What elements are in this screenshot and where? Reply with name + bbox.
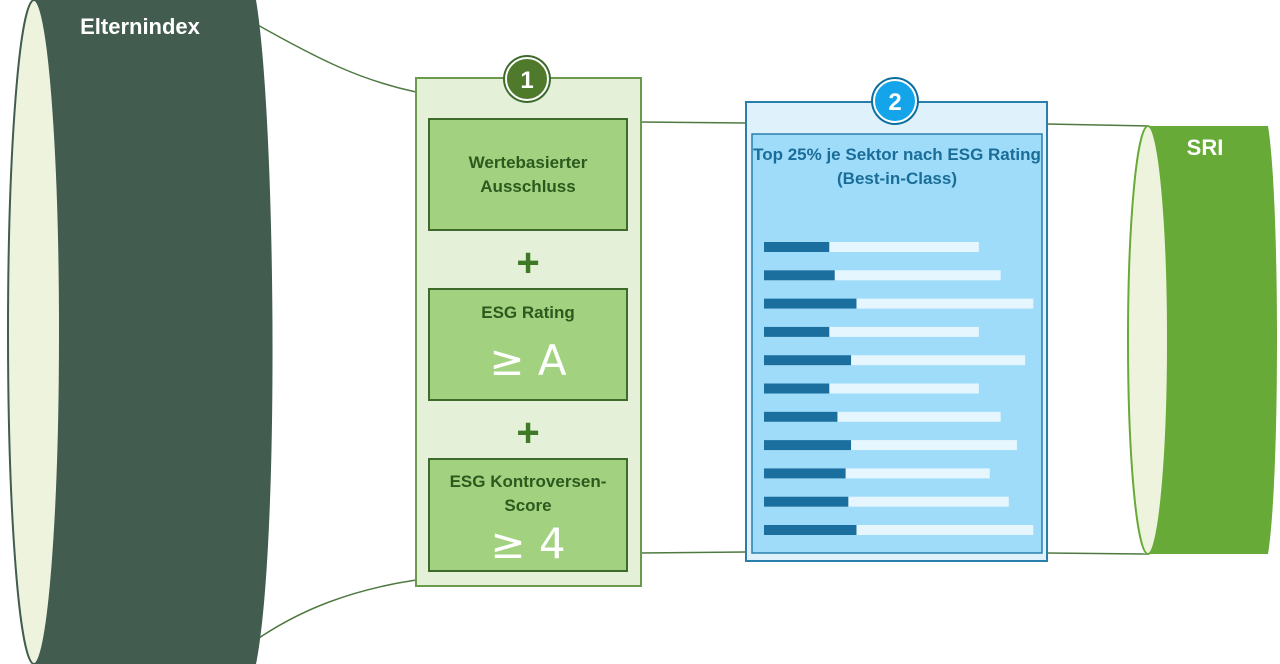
ranking-bar-selected [764, 468, 846, 479]
step1-to-step2-bottom [639, 551, 747, 554]
plus-connector: + [516, 411, 540, 455]
criterion-threshold: ≥ 4 [490, 519, 566, 568]
ranking-bar-selected [764, 270, 835, 281]
ranking-bar-total [764, 242, 979, 252]
ranking-bar-selected [764, 383, 830, 394]
ranking-bar-total [764, 298, 1034, 309]
plus-connector: + [516, 241, 540, 285]
ranking-bars [764, 242, 1034, 535]
best-in-class-title: Top 25% je Sektor nach ESG Rating (Best-… [753, 145, 1041, 188]
sri-index-title: SRI [1186, 135, 1224, 160]
criterion-esg-rating: ESG Rating ≥ A [428, 288, 628, 401]
step1-to-step2-top [639, 121, 747, 124]
ranking-bar-selected [764, 355, 852, 366]
ranking-bar-selected [764, 298, 857, 309]
ranking-bar-selected [764, 525, 857, 535]
parent-index-title: Elternindex [80, 14, 200, 39]
ranking-bar-total [764, 411, 1001, 422]
step2-inner [751, 133, 1043, 554]
ranking-bar-selected [764, 411, 838, 422]
step2-panel [745, 101, 1048, 562]
connector-lines [255, 23, 1149, 641]
ranking-bar-total [764, 468, 990, 479]
parent-to-step1-bottom [255, 579, 417, 641]
ranking-bar-selected [764, 242, 830, 252]
step2-to-sri-bottom [1045, 552, 1149, 555]
criterion-esg-controversy-score: ESG Kontroversen-Score ≥ 4 [428, 458, 628, 572]
parent-to-step1-top [255, 23, 417, 93]
ranking-bar-total [764, 496, 1009, 507]
criterion-value-based-exclusion: Wertebasierter Ausschluss [428, 118, 628, 231]
ranking-bar-selected [764, 496, 849, 507]
step1-badge: 1 [505, 57, 549, 101]
ranking-bar-total [764, 355, 1026, 366]
criterion-title: ESG Kontroversen-Score [449, 472, 607, 515]
ranking-bar-selected [764, 440, 852, 451]
ranking-bar-total [764, 440, 1017, 451]
sri-cylinder [1127, 125, 1277, 555]
step2-to-sri-top [1045, 123, 1149, 127]
ranking-bar-selected [764, 326, 830, 337]
ranking-bar-total [764, 270, 1001, 281]
criterion-title: ESG Rating [481, 303, 575, 322]
parent-index-cylinder [7, 0, 273, 664]
ranking-bar-total [764, 383, 979, 394]
ranking-bar-total [764, 525, 1034, 535]
step2-badge: 2 [873, 79, 917, 123]
ranking-bar-total [764, 326, 979, 337]
criterion-title: Wertebasierter Ausschluss [468, 153, 588, 196]
criterion-threshold: ≥ A [489, 336, 567, 385]
